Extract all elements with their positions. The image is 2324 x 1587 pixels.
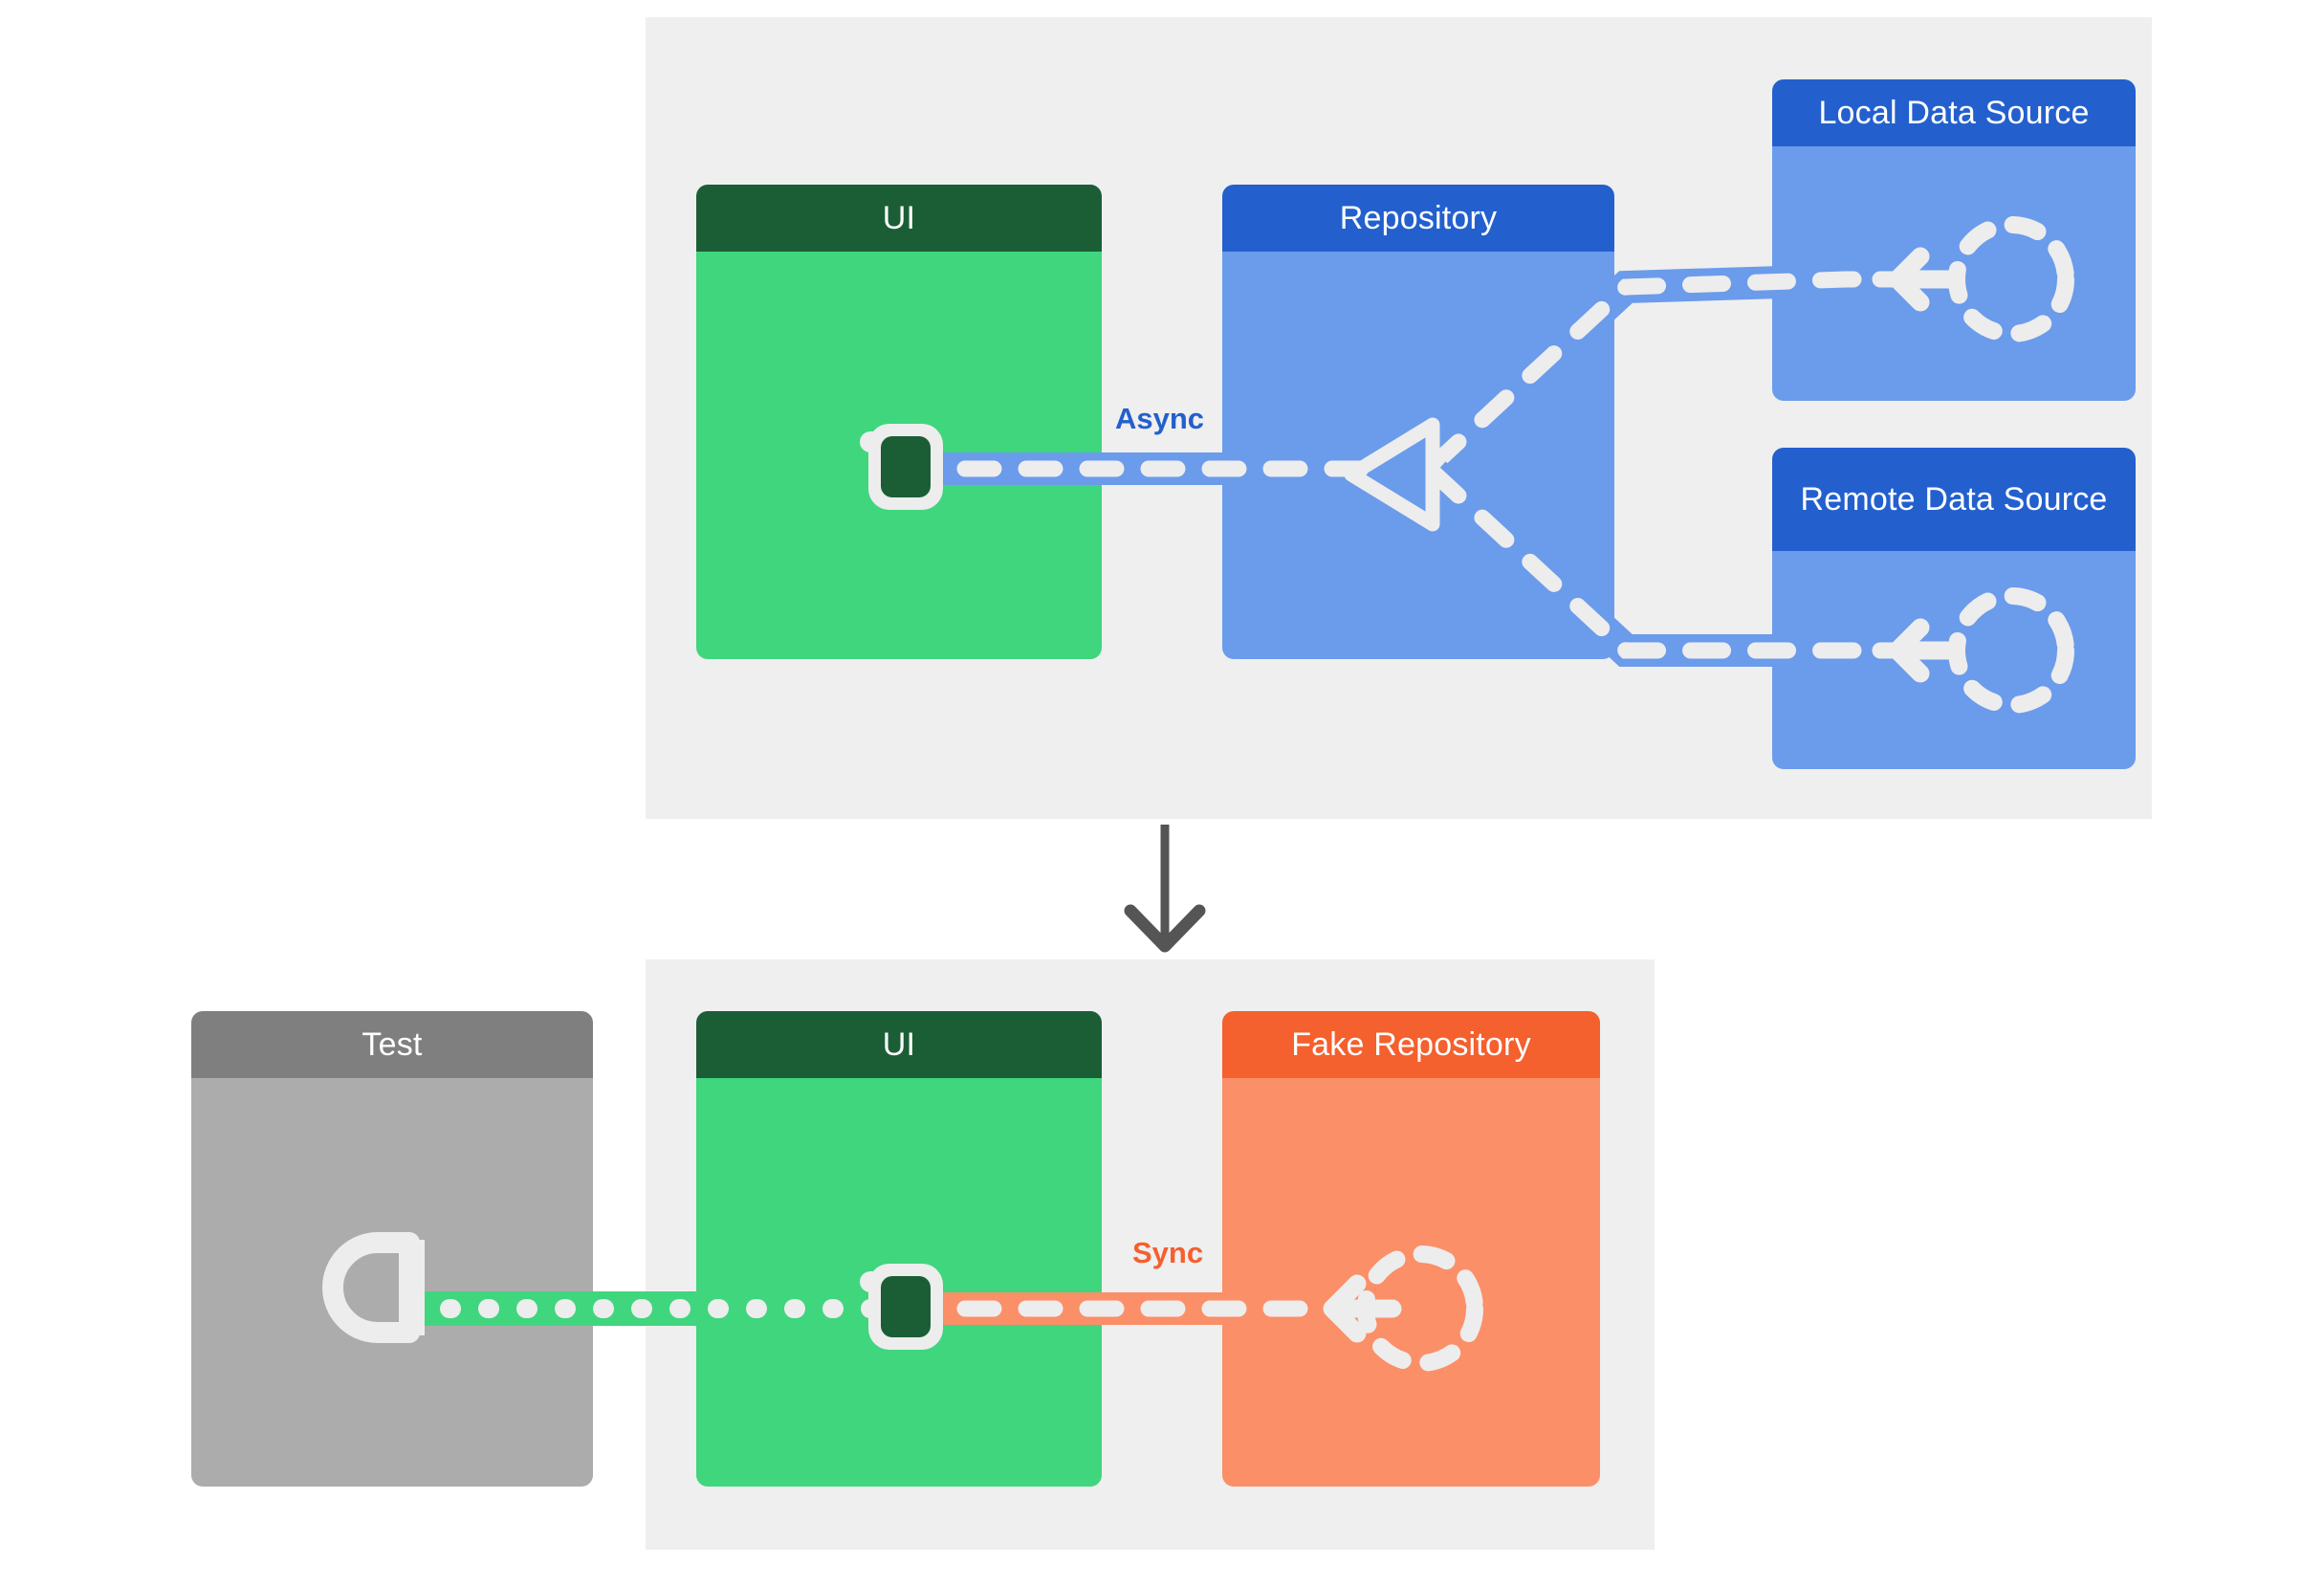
card-ui-test[interactable]: UI xyxy=(696,1011,1102,1487)
card-body-test xyxy=(191,1078,593,1487)
card-title-remote-data-source: Remote Data Source xyxy=(1772,448,2136,551)
card-title-local-data-source: Local Data Source xyxy=(1772,79,2136,146)
card-body-repository xyxy=(1222,252,1614,659)
card-title-test: Test xyxy=(191,1011,593,1078)
down-arrow-icon xyxy=(1124,825,1206,953)
card-title-ui-production: UI xyxy=(696,185,1102,252)
card-repository[interactable]: Repository xyxy=(1222,185,1614,659)
card-body-local-data-source xyxy=(1772,146,2136,401)
card-body-remote-data-source xyxy=(1772,551,2136,769)
card-fake-repository[interactable]: Fake Repository xyxy=(1222,1011,1600,1487)
card-test[interactable]: Test xyxy=(191,1011,593,1487)
card-body-fake-repository xyxy=(1222,1078,1600,1487)
edge-label-sync: Sync xyxy=(1132,1236,1204,1269)
card-title-ui-test: UI xyxy=(696,1011,1102,1078)
card-ui-production[interactable]: UI xyxy=(696,185,1102,659)
card-title-fake-repository: Fake Repository xyxy=(1222,1011,1600,1078)
edge-label-async: Async xyxy=(1115,402,1205,435)
card-body-ui-production xyxy=(696,252,1102,659)
card-local-data-source[interactable]: Local Data Source xyxy=(1772,79,2136,401)
card-title-repository: Repository xyxy=(1222,185,1614,252)
card-remote-data-source[interactable]: Remote Data Source xyxy=(1772,448,2136,769)
card-body-ui-test xyxy=(696,1078,1102,1487)
